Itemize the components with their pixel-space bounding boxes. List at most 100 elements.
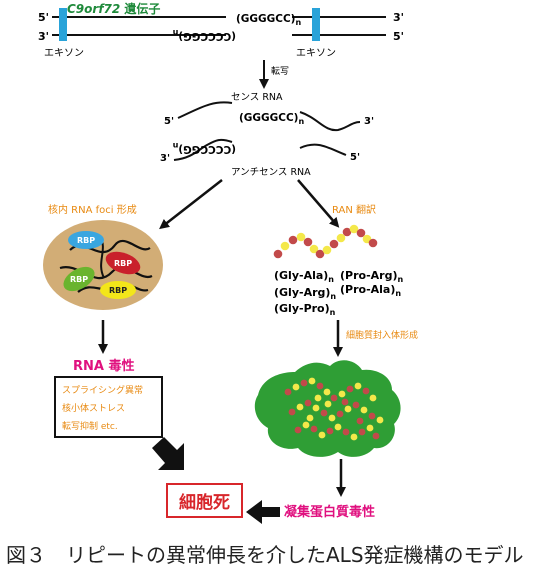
- aggregate-bead: [336, 410, 344, 418]
- rbp-green: [63, 266, 95, 292]
- aggregate-bead: [362, 387, 370, 395]
- aggregate-bead: [369, 394, 377, 402]
- dipeptide-bead: [288, 235, 298, 245]
- gene-top-5prime: 5': [38, 11, 49, 24]
- aggregate-bead: [296, 403, 304, 411]
- antisense-rna-strand-right: [299, 143, 347, 156]
- aggregate-bead: [328, 414, 336, 422]
- antisense-rna-repeat: (CCCCGG)n: [172, 141, 236, 155]
- sense-rna-title: センス RNA: [231, 92, 283, 103]
- aggregate-bead: [358, 428, 366, 436]
- dipeptide-list: (Gly-Ala)n (Pro-Arg)n (Gly-Arg)n (Pro-Al…: [274, 269, 403, 317]
- figure-caption: 図３ リピートの異常伸長を介したALS発症機構のモデル: [6, 543, 524, 567]
- rna-toxicity-frame: [54, 376, 163, 438]
- gene-top-3prime: 3': [393, 11, 404, 24]
- gene-repeat-antisense: (CCCCGG)n: [172, 28, 236, 42]
- aggregate-bead: [306, 414, 314, 422]
- dipeptide-label: (Gly-Ala)n: [274, 269, 334, 284]
- rbp-blue: [68, 231, 104, 249]
- block-arrow-rna-to-death: [152, 437, 184, 470]
- aggregate-bead: [366, 424, 374, 432]
- dipeptide-bead: [329, 239, 339, 249]
- dipeptide-bead: [303, 237, 313, 247]
- exon-left-label: エキソン: [44, 48, 84, 59]
- dipeptide-chain: [273, 224, 378, 259]
- aggregate-bead: [334, 423, 342, 431]
- aggregate-bead: [324, 400, 332, 408]
- antisense-rna: (CCCCGG)n 3' 5' アンチセンス RNA: [160, 138, 360, 178]
- aggregate-bead: [341, 398, 349, 406]
- sense-rna-strand-right: [299, 111, 361, 132]
- gene-bottom-5prime: 5': [393, 30, 404, 43]
- exon-right-label: エキソン: [296, 48, 336, 59]
- dipeptide-bead: [336, 233, 346, 243]
- transcription-step: 転写: [259, 60, 289, 89]
- dipeptide-bead: [349, 224, 359, 234]
- aggregate-bead: [308, 377, 316, 385]
- aggregate-bead: [330, 394, 338, 402]
- dipeptide-bead: [368, 238, 378, 248]
- arrow-to-foci: [159, 179, 223, 230]
- aggregate-bead: [360, 406, 368, 414]
- aggregate-bead: [294, 426, 302, 434]
- aggregate-bead: [304, 399, 312, 407]
- aggregate-bead: [318, 431, 326, 439]
- aggregate-beads: [284, 377, 384, 441]
- inclusion-label: 細胞質封入体形成: [346, 329, 418, 341]
- dipeptide-bead: [356, 228, 366, 238]
- aggregate-bead: [316, 382, 324, 390]
- aggregate-bead: [342, 428, 350, 436]
- aggregate-bead: [302, 421, 310, 429]
- rna-toxicity-item: 転写抑制 etc.: [62, 420, 118, 432]
- aggregate-bead: [344, 405, 352, 413]
- aggregate-bead: [292, 383, 300, 391]
- aggregate-bead: [376, 416, 384, 424]
- cell-death-label: 細胞死: [179, 492, 230, 513]
- dipeptide-bead: [280, 241, 290, 251]
- aggregate-bead: [338, 390, 346, 398]
- dipeptide-label: (Pro-Arg)n: [340, 269, 403, 284]
- aggregate-bead: [320, 409, 328, 417]
- dipeptide-bead: [322, 245, 332, 255]
- aggregate-bead: [310, 425, 318, 433]
- aggregate-bead: [323, 388, 331, 396]
- rna-strand-2: [59, 266, 153, 280]
- nucleus: [43, 220, 163, 310]
- rna-toxicity-box: スプライシング異常 核小体ストレス 転写抑制 etc.: [54, 376, 163, 438]
- rbp-yellow-label: RBP: [109, 286, 127, 295]
- protein-toxicity-label: 凝集蛋白質毒性: [284, 504, 375, 520]
- dipeptide-label: (Gly-Pro)n: [274, 302, 336, 317]
- rna-toxicity-item: スプライシング異常: [62, 384, 143, 396]
- dipeptide-bead: [342, 227, 352, 237]
- nucleus-foci: RBP RBP RBP RBP: [43, 220, 163, 310]
- aggregate-bead: [356, 417, 364, 425]
- rbp-red-label: RBP: [114, 259, 132, 268]
- aggregate-bead: [354, 382, 362, 390]
- aggregate-bead: [314, 394, 322, 402]
- rbp-red: [105, 251, 141, 275]
- antisense-rna-title: アンチセンス RNA: [231, 167, 311, 178]
- gene-dna: C9orf72 遺伝子 5' 3' 3' 5' (GGGGCC)n (CCCCG…: [38, 1, 404, 59]
- aggregate-bead: [368, 412, 376, 420]
- aggregate-bead: [346, 385, 354, 393]
- cell-death: 細胞死: [166, 483, 243, 518]
- dipeptide-bead: [315, 249, 325, 259]
- antisense-rna-5prime: 5': [350, 152, 360, 163]
- ran-label: RAN 翻訳: [332, 203, 376, 216]
- rbp-blue-label: RBP: [77, 236, 95, 245]
- aggregate-bead: [312, 404, 320, 412]
- dipeptide-label: (Gly-Arg)n: [274, 286, 336, 301]
- aggregate-bead: [350, 433, 358, 441]
- dipeptide-bead: [309, 244, 319, 254]
- rna-toxicity-item: 核小体ストレス: [62, 402, 125, 414]
- rbp-yellow: [100, 281, 136, 299]
- aggregate-bead: [326, 427, 334, 435]
- aggregate-bead: [300, 379, 308, 387]
- antisense-rna-3prime: 3': [160, 153, 170, 164]
- foci-label: 核内 RNA foci 形成: [48, 203, 137, 216]
- cytoplasmic-aggregate: [254, 360, 401, 457]
- gene-bottom-3prime: 3': [38, 30, 49, 43]
- transcription-label: 転写: [271, 66, 289, 77]
- aggregate-bead: [352, 401, 360, 409]
- block-arrow-protein-to-death: [246, 500, 280, 524]
